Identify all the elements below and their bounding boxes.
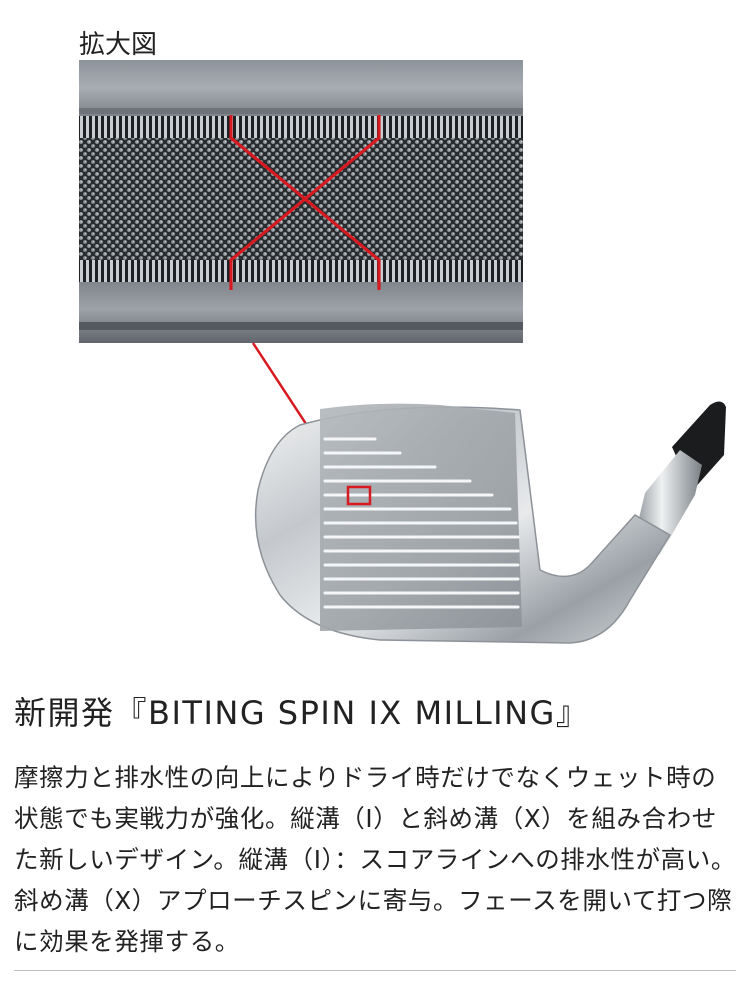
zoom-label: 拡大図	[79, 30, 158, 60]
wedge-club-image	[240, 395, 740, 655]
section-divider	[14, 970, 736, 971]
product-description: 摩擦力と排水性の向上によりドライ時だけでなくウェット時の状態でも実戦力が強化。縦…	[14, 763, 737, 956]
x-groove-marker	[229, 115, 381, 290]
product-headline: 新開発『BITING SPIN IX MILLING』	[14, 694, 590, 732]
zoom-area-marker	[346, 485, 372, 506]
zoom-image	[79, 60, 523, 343]
